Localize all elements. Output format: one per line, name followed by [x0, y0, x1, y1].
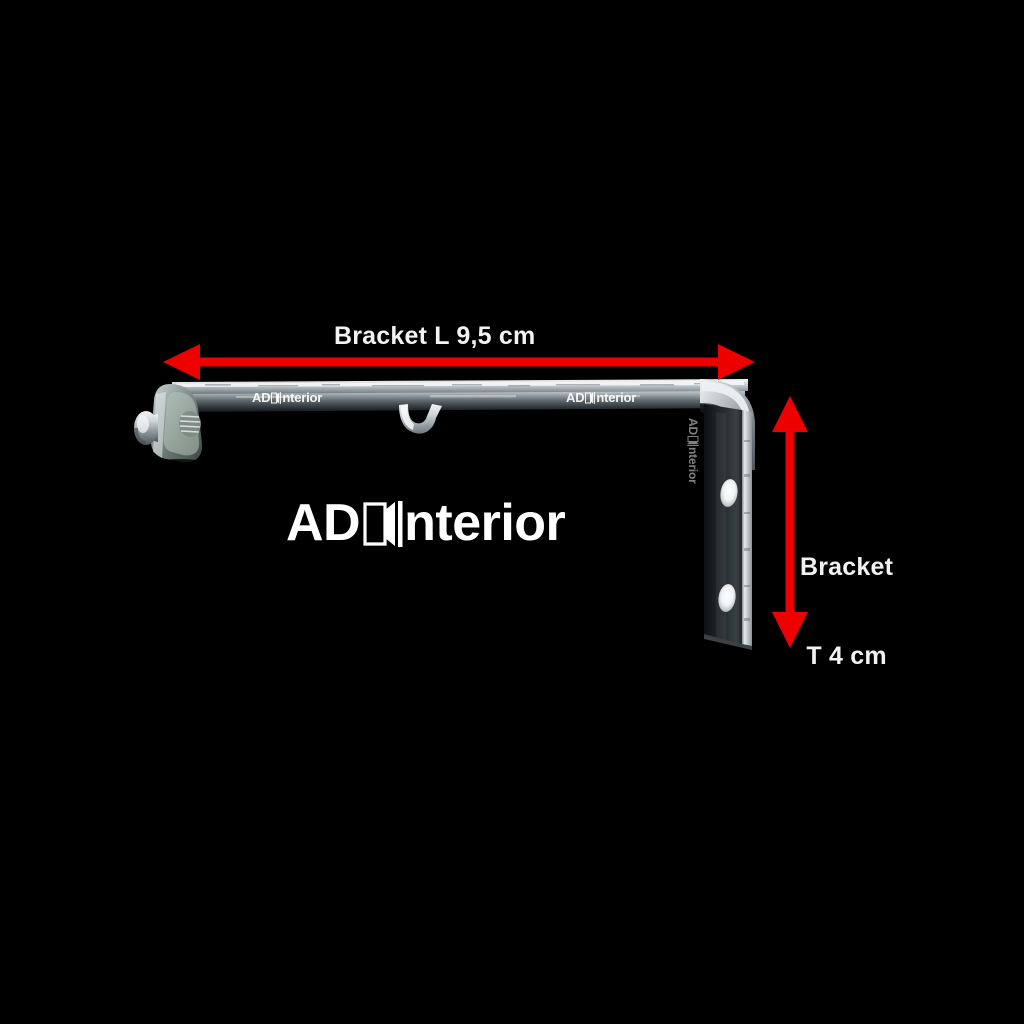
watermark-prefix: AD: [686, 418, 700, 435]
open-door-icon: [585, 391, 596, 404]
open-door-icon: [363, 500, 403, 548]
open-door-icon: [687, 435, 699, 446]
watermark-arm-right: AD nterior: [566, 390, 636, 405]
brand-suffix: nterior: [404, 494, 566, 552]
watermark-suffix: nterior: [282, 390, 323, 405]
watermark-prefix: AD: [566, 390, 585, 405]
watermark-prefix: AD: [252, 390, 271, 405]
brand-logo: AD nterior: [286, 492, 566, 554]
open-door-icon: [271, 391, 282, 404]
watermark-suffix: nterior: [596, 390, 637, 405]
watermark-suffix: nterior: [686, 446, 700, 484]
thickness-label-line1: Bracket: [800, 553, 894, 581]
length-dimension-label: Bracket L 9,5 cm: [334, 322, 536, 350]
thickness-label-line2: T 4 cm: [806, 641, 887, 670]
watermark-arm-left: AD nterior: [252, 390, 322, 405]
brand-prefix: AD: [286, 494, 361, 552]
thickness-dimension-label: Bracket T 4 cm: [800, 494, 893, 730]
watermark-plate: AD nterior: [686, 418, 700, 484]
